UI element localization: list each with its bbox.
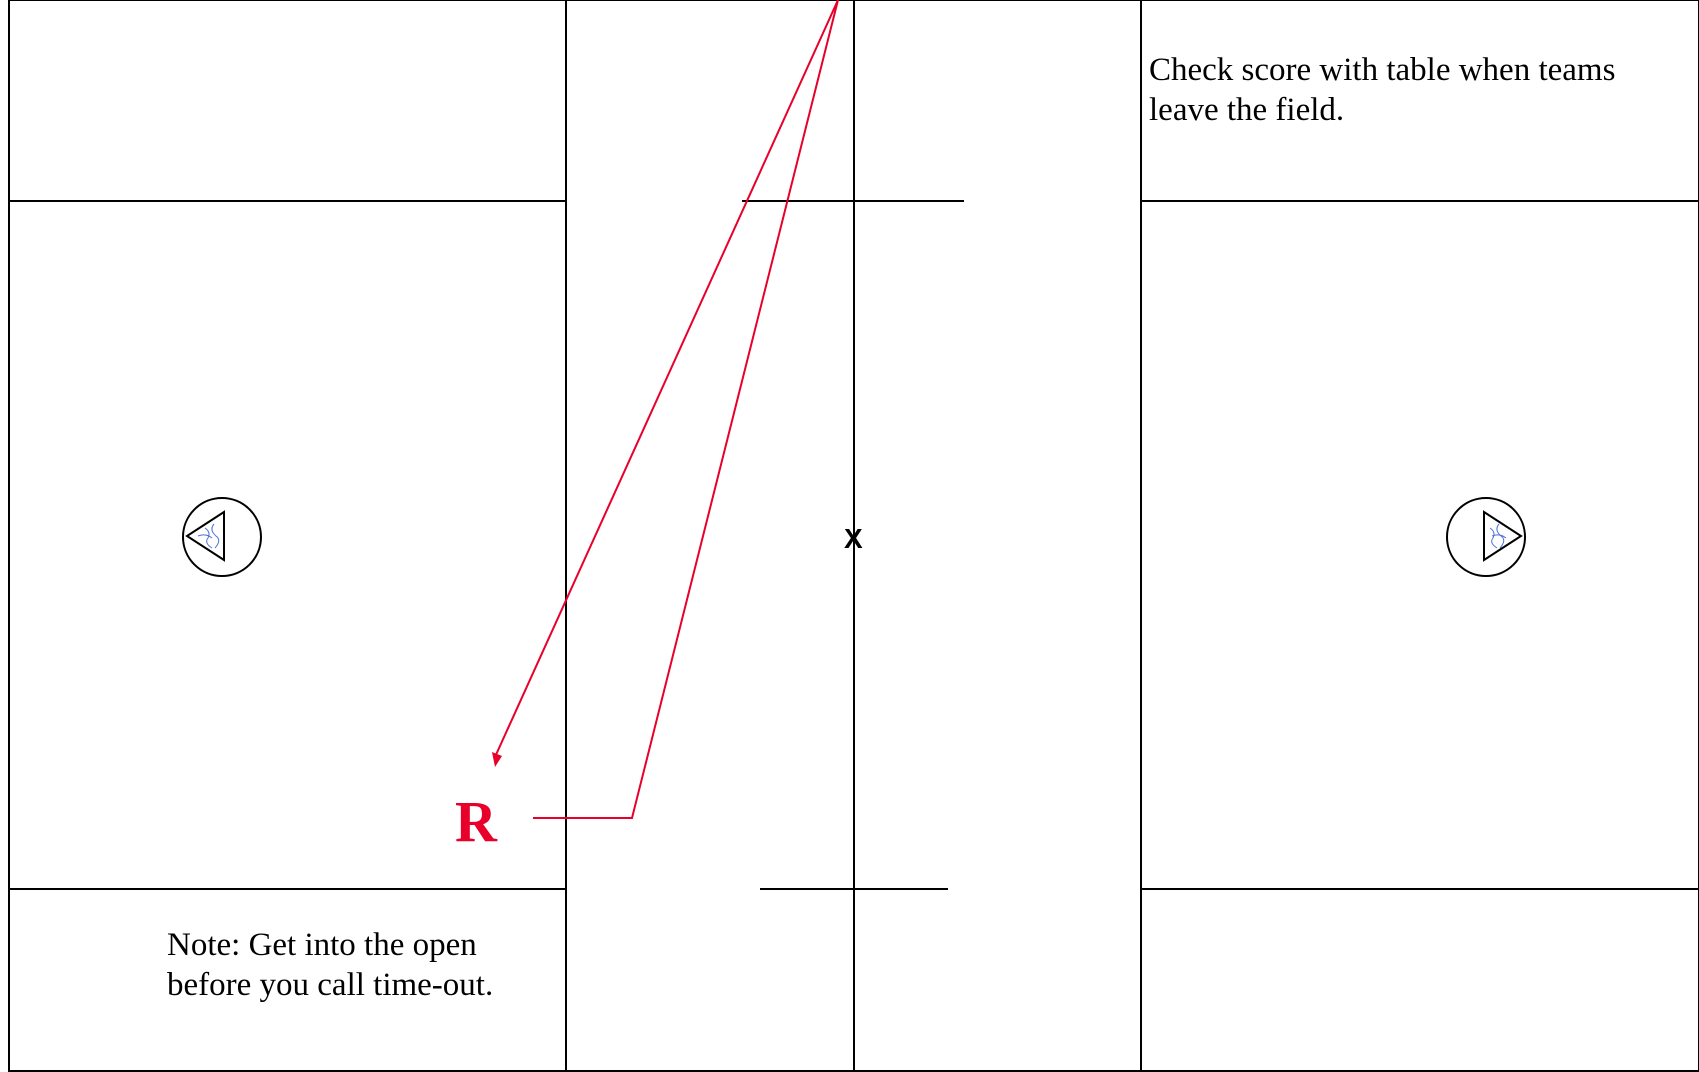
- triangle-left-icon: [185, 510, 225, 562]
- top-right-note: Check score with table when teams leave …: [1149, 50, 1615, 130]
- top-right-note-line-1: Check score with table when teams: [1149, 52, 1616, 88]
- center-faceoff-mark: X: [844, 523, 863, 554]
- right-goal-crease: [1446, 497, 1526, 577]
- bottom-left-note-line-2: before you call time-out.: [167, 967, 494, 1003]
- referee-path-return: [533, 0, 839, 819]
- bottom-left-note: Note: Get into the open before you call …: [167, 925, 493, 1005]
- top-right-note-line-2: leave the field.: [1149, 92, 1345, 128]
- arrowhead-icon: [492, 752, 502, 767]
- referee-path-diagonal: [494, 0, 839, 758]
- triangle-right-icon: [1483, 510, 1523, 562]
- referee-paths: [492, 0, 839, 819]
- bottom-left-note-line-1: Note: Get into the open: [167, 927, 477, 963]
- left-crease-circle: [182, 497, 262, 577]
- right-crease-circle: [1446, 497, 1526, 577]
- referee-marker: R: [455, 789, 497, 854]
- left-goal-crease: [182, 497, 262, 577]
